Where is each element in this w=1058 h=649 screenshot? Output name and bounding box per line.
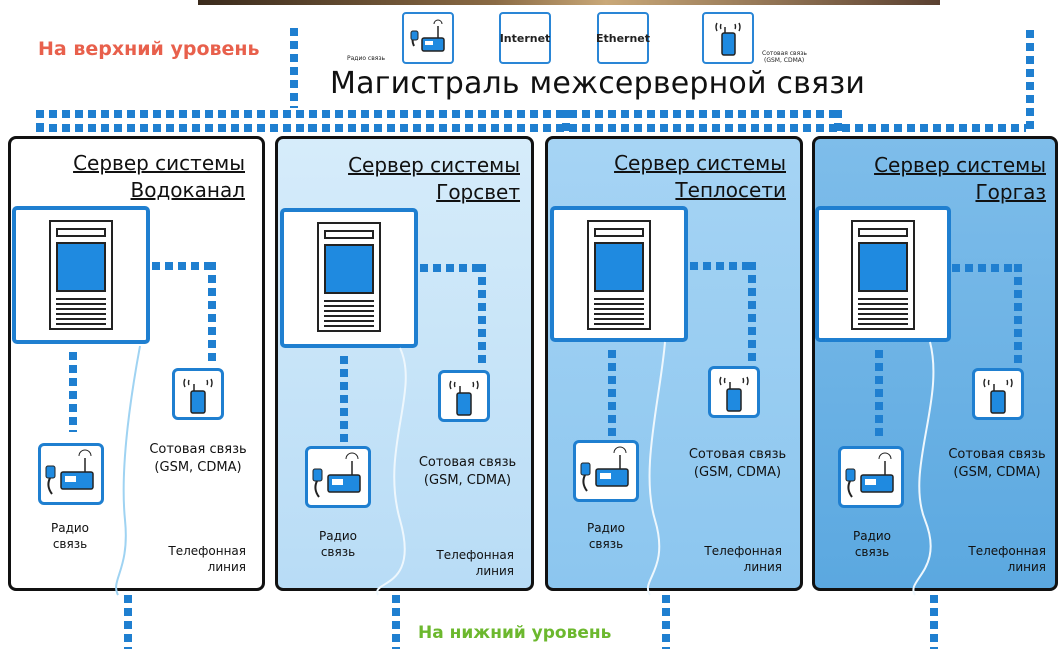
server-1-cell-line1: Сотовая связь <box>149 442 247 457</box>
server-4-radio-link <box>875 350 883 440</box>
server-2-box <box>280 208 418 348</box>
lower-link-2 <box>392 595 400 649</box>
server-4-title-line1: Сервер системы <box>874 153 1046 177</box>
server-4-radio-line2: связь <box>854 545 890 559</box>
backbone-line-main <box>36 124 1026 132</box>
server-3-cell-link-v <box>748 262 756 362</box>
cellular-phone-icon <box>972 368 1024 420</box>
cellular-caption-2: (GSM, CDMA) <box>764 57 805 64</box>
server-tower-icon <box>49 220 113 330</box>
lower-link-4 <box>930 595 938 649</box>
server-2-cell-line2: (GSM, CDMA) <box>423 473 512 488</box>
server-3-cell-line1: Сотовая связь <box>688 447 787 462</box>
server-4-box <box>815 206 951 342</box>
server-2-phone-line2: линия <box>475 564 514 578</box>
server-2-phone-line1: Телефонная <box>436 548 514 562</box>
server-1-phone-line1: Телефонная <box>168 544 246 558</box>
server-1-radio-line2: связь <box>52 537 88 551</box>
server-2-phone-label: Телефонная линия <box>410 547 514 579</box>
server-1-title-line2: Водоканал <box>130 178 245 202</box>
header-photo-strip <box>198 0 940 5</box>
server-4-cell-line1: Сотовая связь <box>948 447 1046 462</box>
radio-station-icon <box>573 440 639 502</box>
server-4-phone-line2: линия <box>1007 560 1046 574</box>
ethernet-label: Ethernet <box>595 31 651 45</box>
server-3-title: Сервер системы Теплосети <box>586 150 786 204</box>
server-2-title-line2: Горсвет <box>436 180 520 204</box>
server-1-radio-link <box>69 352 77 432</box>
server-2-title-line1: Сервер системы <box>348 153 520 177</box>
server-1-radio-label: Радио связь <box>40 520 100 552</box>
server-3-radio-link <box>608 350 616 436</box>
server-2-title: Сервер системы Горсвет <box>320 152 520 206</box>
server-1-title-line1: Сервер системы <box>73 151 245 175</box>
server-2-radio-link <box>340 356 348 442</box>
server-2-radio-line1: Радио <box>318 529 358 543</box>
server-3-cell-label: Сотовая связь (GSM, CDMA) <box>670 446 805 482</box>
server-3-cell-line2: (GSM, CDMA) <box>693 465 782 480</box>
server-2-cell-line1: Сотовая связь <box>418 455 517 470</box>
internet-icon: Internet <box>499 12 551 64</box>
server-3-phone-label: Телефонная линия <box>678 543 782 575</box>
lower-link-3 <box>662 595 670 649</box>
server-4-cell-line2: (GSM, CDMA) <box>953 465 1041 480</box>
server-4-radio-line1: Радио <box>852 529 892 543</box>
cellular-caption-1: Сотовая связь <box>762 50 807 57</box>
server-4-cell-label: Сотовая связь (GSM, CDMA) <box>936 446 1058 482</box>
server-2-cell-label: Сотовая связь (GSM, CDMA) <box>400 454 535 490</box>
radio-station-icon <box>38 443 104 505</box>
server-1-cell-link-h <box>152 262 212 270</box>
server-1-radio-line1: Радио <box>50 521 90 535</box>
server-3-title-line1: Сервер системы <box>614 151 786 175</box>
server-tower-icon <box>851 220 915 330</box>
server-4-radio-label: Радио связь <box>842 528 902 560</box>
server-4-cell-link-v <box>1014 264 1022 364</box>
cellular-phone-icon <box>438 370 490 422</box>
radio-station-icon <box>838 446 904 508</box>
server-3-cell-link-h <box>690 262 752 270</box>
server-2-radio-line2: связь <box>320 545 356 559</box>
server-1-cell-link-v <box>208 262 216 362</box>
server-3-phone-line2: линия <box>743 560 782 574</box>
server-tower-icon <box>317 222 381 332</box>
internet-label: Internet <box>499 31 551 45</box>
radio-station-icon <box>402 12 454 64</box>
server-3-title-line2: Теплосети <box>675 178 786 202</box>
upper-link-line <box>290 28 298 108</box>
server-3-box <box>550 206 688 342</box>
server-2-radio-label: Радио связь <box>308 528 368 560</box>
server-2-cell-link-h <box>420 264 482 272</box>
server-1-box <box>12 206 150 344</box>
server-1-phone-line2: линия <box>207 560 246 574</box>
backbone-title: Магистраль межсерверной связи <box>330 66 866 101</box>
cellular-phone-icon <box>702 12 754 64</box>
server-2-cell-link-v <box>478 264 486 364</box>
server-3-radio-line2: связь <box>588 537 624 551</box>
server-3-phone-line1: Телефонная <box>704 544 782 558</box>
server-3-radio-label: Радио связь <box>576 520 636 552</box>
server-1-cell-label: Сотовая связь (GSM, CDMA) <box>128 441 268 477</box>
backbone-right-drop <box>1026 30 1034 130</box>
ethernet-icon: Ethernet <box>595 12 651 64</box>
lower-level-label: На нижний уровень <box>418 623 612 643</box>
server-4-phone-line1: Телефонная <box>968 544 1046 558</box>
radio-caption: Радио связь <box>347 55 386 62</box>
server-4-title-line2: Горгаз <box>975 180 1046 204</box>
lower-link-1 <box>124 595 132 649</box>
server-1-title: Сервер системы Водоканал <box>50 150 245 204</box>
radio-station-icon <box>305 446 371 508</box>
server-tower-icon <box>587 220 651 330</box>
cellular-phone-icon <box>172 368 224 420</box>
server-4-title: Сервер системы Горгаз <box>846 152 1046 206</box>
upper-level-label: На верхний уровень <box>38 38 260 60</box>
server-3-radio-line1: Радио <box>586 521 626 535</box>
backbone-line-top <box>36 110 836 118</box>
server-1-cell-line2: (GSM, CDMA) <box>154 460 242 475</box>
server-4-phone-label: Телефонная линия <box>940 543 1046 575</box>
server-4-cell-link-h <box>952 264 1018 272</box>
cellular-phone-icon <box>708 366 760 418</box>
server-1-phone-label: Телефонная линия <box>142 543 246 575</box>
